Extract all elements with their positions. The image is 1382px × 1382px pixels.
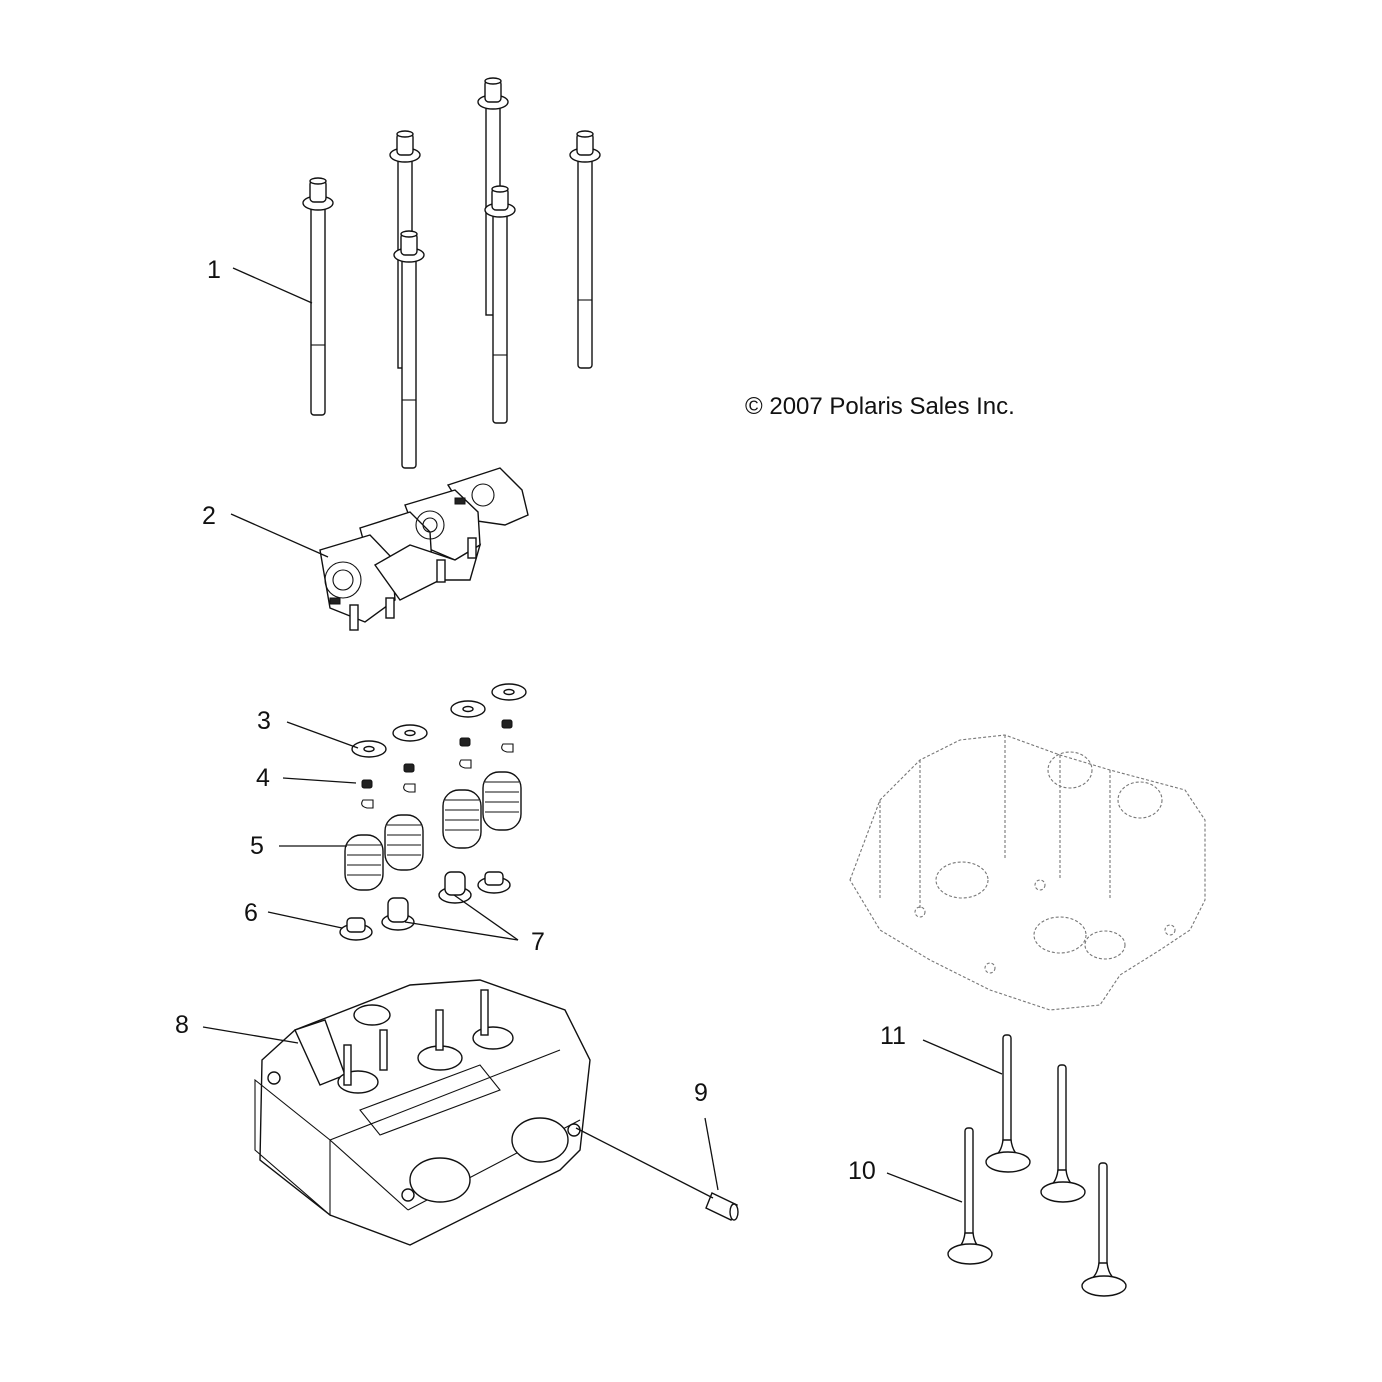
copyright-notice: © 2007 Polaris Sales Inc. (745, 393, 1015, 420)
callout-7: 7 (531, 928, 545, 956)
valves (947, 1034, 1127, 1297)
callout-10: 10 (848, 1157, 876, 1185)
callout-3: 3 (257, 707, 271, 735)
valve-keepers (361, 719, 514, 809)
callout-6: 6 (244, 899, 258, 927)
callout-5: 5 (250, 832, 264, 860)
head-bolts (302, 77, 601, 469)
callout-11: 11 (880, 1022, 906, 1050)
callout-4: 4 (256, 764, 270, 792)
spring-coils (347, 781, 519, 876)
seats-and-seals (339, 871, 511, 941)
valve-springs (344, 771, 522, 891)
reference-cylinder-head (849, 734, 1206, 1011)
cylinder-head (254, 979, 591, 1246)
callout-labels: 1 2 3 4 5 6 7 8 9 10 11 (175, 256, 906, 1185)
leader-lines (202, 267, 1003, 1203)
callout-2: 2 (202, 502, 216, 530)
valve-spring-retainers (351, 683, 527, 758)
callout-1: 1 (207, 256, 221, 284)
callout-8: 8 (175, 1011, 189, 1039)
rocker-arm-assembly (319, 467, 529, 631)
dowel-pin (705, 1192, 739, 1221)
callout-9: 9 (694, 1079, 708, 1107)
